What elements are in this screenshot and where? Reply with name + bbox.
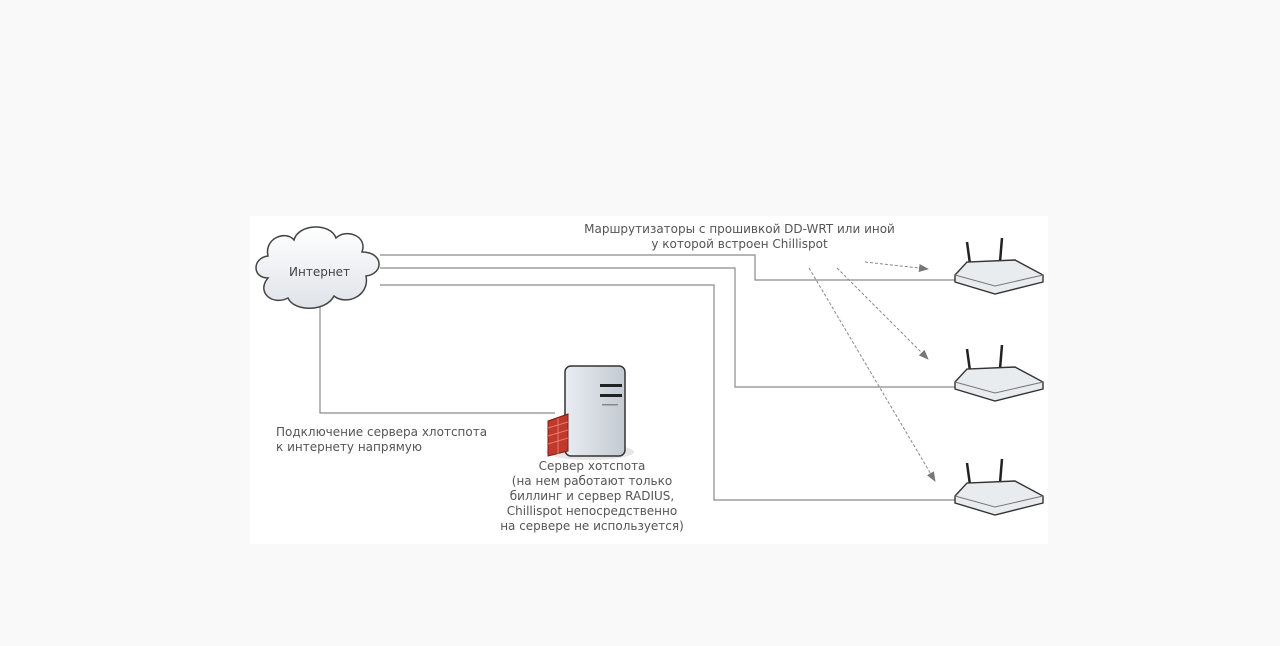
internet-cloud-icon xyxy=(255,226,380,309)
arrow-to-router-1 xyxy=(864,261,929,272)
pointer-arrows xyxy=(808,261,936,482)
router-icon xyxy=(954,344,1044,402)
network-diagram: Интернет Маршрутизаторы с прошивкой DD-W… xyxy=(250,216,1048,544)
server-caption-line: биллинг и сервер RADIUS, xyxy=(509,489,675,503)
routers-caption-line: у которой встроен Chillispot xyxy=(651,237,828,251)
firewall-icon xyxy=(547,413,569,457)
direct-connection-caption: Подключение сервера хлотспота к интернет… xyxy=(276,425,487,455)
routers-caption: Маршрутизаторы с прошивкой DD-WRT или ин… xyxy=(572,222,907,252)
server-caption-line: (на нем работают только xyxy=(511,474,673,488)
server-caption: Сервер хотспота (на нем работают только … xyxy=(482,459,702,534)
line-to-router-1 xyxy=(380,254,958,281)
line-to-router-3 xyxy=(380,284,958,501)
router-icon xyxy=(954,458,1044,516)
direct-connection-line: Подключение сервера хлотспота xyxy=(276,425,488,439)
arrow-to-router-3 xyxy=(808,267,936,482)
routers-caption-line: Маршрутизаторы с прошивкой DD-WRT или ин… xyxy=(584,222,895,236)
connection-lines xyxy=(319,254,958,501)
server-caption-line: Сервер хотспота xyxy=(538,459,646,473)
server-caption-line: Chillispot непосредственно xyxy=(506,504,678,518)
direct-connection-line: к интернету напрямую xyxy=(276,440,422,454)
line-to-server xyxy=(319,301,555,414)
arrow-to-router-2 xyxy=(836,267,929,360)
server-caption-line: на сервере не используется) xyxy=(500,519,684,533)
internet-label: Интернет xyxy=(289,265,351,279)
line-to-router-2 xyxy=(380,267,958,388)
router-icon xyxy=(954,237,1044,295)
diagram-graphics xyxy=(255,226,1044,516)
